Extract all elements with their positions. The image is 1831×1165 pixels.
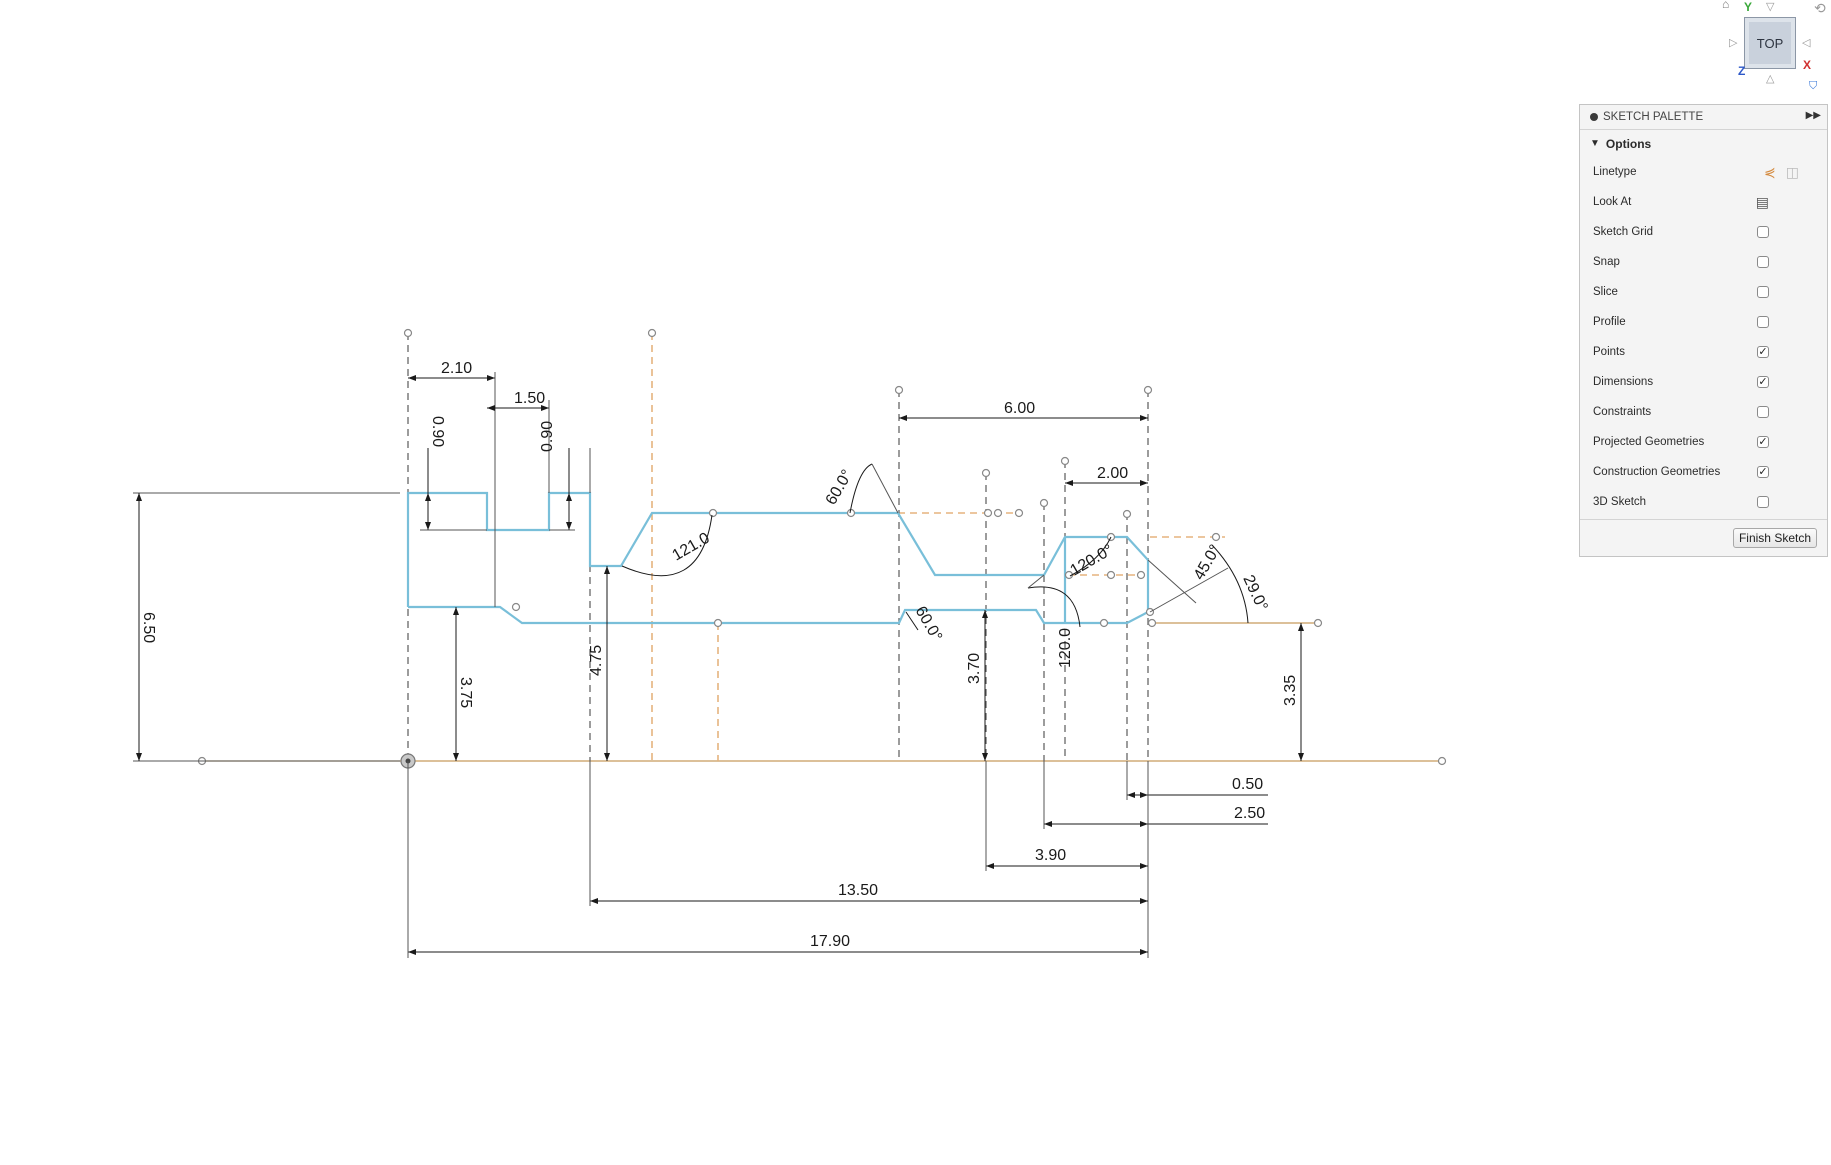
palette-row-constraints[interactable]: Constraints <box>1580 397 1827 427</box>
linetype-icon[interactable]: ⋞◫ <box>1764 164 1799 181</box>
angle-60-top: 60.0° <box>823 467 856 508</box>
checkbox-constraints[interactable] <box>1757 406 1769 418</box>
dimension-arrows <box>136 375 1304 955</box>
options-section-label: Options <box>1605 136 1652 151</box>
dim-3-35: 3.35 <box>1282 675 1299 706</box>
palette-row-points[interactable]: Points ✓ <box>1580 337 1827 367</box>
axis-z-label: Z <box>1738 64 1746 78</box>
palette-row-label: Look At <box>1593 196 1632 208</box>
palette-row-label: 3D Sketch <box>1593 496 1647 508</box>
view-cube[interactable]: ⌂ Y ▽ ⟲ TOP ▷ ◁ X Z △ ⛉ <box>1720 0 1831 100</box>
dim-13-50: 13.50 <box>838 882 878 899</box>
checkbox-profile[interactable] <box>1757 316 1769 328</box>
view-cube-top-face[interactable]: TOP <box>1744 17 1796 69</box>
look-at-icon[interactable]: ▤ <box>1755 193 1769 210</box>
dim-1-50: 1.50 <box>514 390 545 407</box>
palette-row-label: Constraints <box>1593 406 1652 418</box>
dim-2-50: 2.50 <box>1234 805 1265 822</box>
palette-row-profile[interactable]: Profile <box>1580 307 1827 337</box>
arrow-right-icon[interactable]: ◁ <box>1802 37 1811 49</box>
palette-row-label: Slice <box>1593 286 1618 298</box>
palette-row-label: Profile <box>1593 316 1626 328</box>
palette-title: SKETCH PALETTE <box>1603 111 1704 123</box>
caret-down-icon: ▼ <box>1590 138 1600 149</box>
palette-row-label: Projected Geometries <box>1593 436 1705 448</box>
axis-y-label: Y <box>1744 0 1753 14</box>
palette-row-label: Linetype <box>1593 166 1637 178</box>
construction-linetype-icon[interactable]: ⋞ <box>1764 163 1776 180</box>
palette-row-label: Construction Geometries <box>1593 466 1721 478</box>
arrow-down-icon[interactable]: △ <box>1766 73 1775 85</box>
options-section-toggle[interactable]: ▼ Options <box>1580 130 1827 157</box>
dim-3-70: 3.70 <box>966 653 983 684</box>
palette-row-linetype[interactable]: Linetype⋞◫ <box>1580 157 1827 187</box>
dimension-labels[interactable]: 2.10 1.50 0.90 0.90 6.00 2.00 6.50 3.75 … <box>140 360 1299 950</box>
orbit-icon[interactable]: ⟲ <box>1814 0 1826 16</box>
finish-sketch-button[interactable]: Finish Sketch <box>1732 528 1817 548</box>
palette-row-sketch-grid[interactable]: Sketch Grid <box>1580 217 1827 247</box>
dim-3-75: 3.75 <box>457 677 474 708</box>
dim-6-00: 6.00 <box>1004 400 1035 417</box>
sketch-palette: SKETCH PALETTE ▶▶ ▼ Options Linetype⋞◫Lo… <box>1579 104 1828 557</box>
angle-120-b: 120.0 <box>1057 628 1074 668</box>
view-options-icon[interactable]: ⛉ <box>1809 80 1818 92</box>
palette-header[interactable]: SKETCH PALETTE ▶▶ <box>1580 105 1827 130</box>
palette-row-projected-geometries[interactable]: Projected Geometries ✓ <box>1580 427 1827 457</box>
sketch-points[interactable] <box>197 328 1447 769</box>
palette-row-slice[interactable]: Slice <box>1580 277 1827 307</box>
dim-3-90: 3.90 <box>1035 847 1066 864</box>
dimension-lines <box>133 372 1302 958</box>
checkbox-construction-geometries[interactable]: ✓ <box>1757 466 1769 478</box>
angle-45: 45.0° <box>1191 542 1224 583</box>
dim-4-75: 4.75 <box>588 645 605 676</box>
arrow-up-icon[interactable]: ▽ <box>1766 1 1775 13</box>
palette-row-dimensions[interactable]: Dimensions ✓ <box>1580 367 1827 397</box>
axis-x-label: X <box>1803 58 1812 72</box>
dim-0-50: 0.50 <box>1232 776 1263 793</box>
palette-row-label: Sketch Grid <box>1593 226 1654 238</box>
dim-2-00: 2.00 <box>1097 465 1128 482</box>
palette-row-snap[interactable]: Snap <box>1580 247 1827 277</box>
checkbox-snap[interactable] <box>1757 256 1769 268</box>
angle-121: 121.0 <box>670 530 713 565</box>
checkbox-slice[interactable] <box>1757 286 1769 298</box>
angle-29: 29.0° <box>1239 573 1270 614</box>
centerline-linetype-icon[interactable]: ◫ <box>1785 163 1799 180</box>
palette-row-label: Dimensions <box>1593 376 1654 388</box>
palette-row-look-at[interactable]: Look At ▤ <box>1580 187 1827 217</box>
checkbox-3d-sketch[interactable] <box>1757 496 1769 508</box>
arrow-left-icon[interactable]: ▷ <box>1729 37 1738 49</box>
dim-2-10: 2.10 <box>441 360 472 377</box>
dim-6-50: 6.50 <box>140 612 157 643</box>
palette-row-construction-geometries[interactable]: Construction Geometries ✓ <box>1580 457 1827 487</box>
palette-expand-icon[interactable]: ▶▶ <box>1805 110 1821 121</box>
dim-0-90-b: 0.90 <box>539 421 556 452</box>
palette-row-label: Points <box>1593 346 1625 358</box>
checkbox-sketch-grid[interactable] <box>1757 226 1769 238</box>
palette-collapse-icon[interactable] <box>1590 113 1598 121</box>
home-icon[interactable]: ⌂ <box>1722 0 1730 11</box>
palette-row-3d-sketch[interactable]: 3D Sketch <box>1580 487 1827 517</box>
checkbox-points[interactable]: ✓ <box>1757 346 1769 358</box>
checkbox-dimensions[interactable]: ✓ <box>1757 376 1769 388</box>
sketch-profile[interactable] <box>406 491 1150 625</box>
palette-row-label: Snap <box>1593 256 1620 268</box>
checkbox-projected-geometries[interactable]: ✓ <box>1757 436 1769 448</box>
dim-0-90-a: 0.90 <box>429 416 446 447</box>
palette-footer: Finish Sketch <box>1580 519 1827 556</box>
dim-17-90: 17.90 <box>810 933 850 950</box>
